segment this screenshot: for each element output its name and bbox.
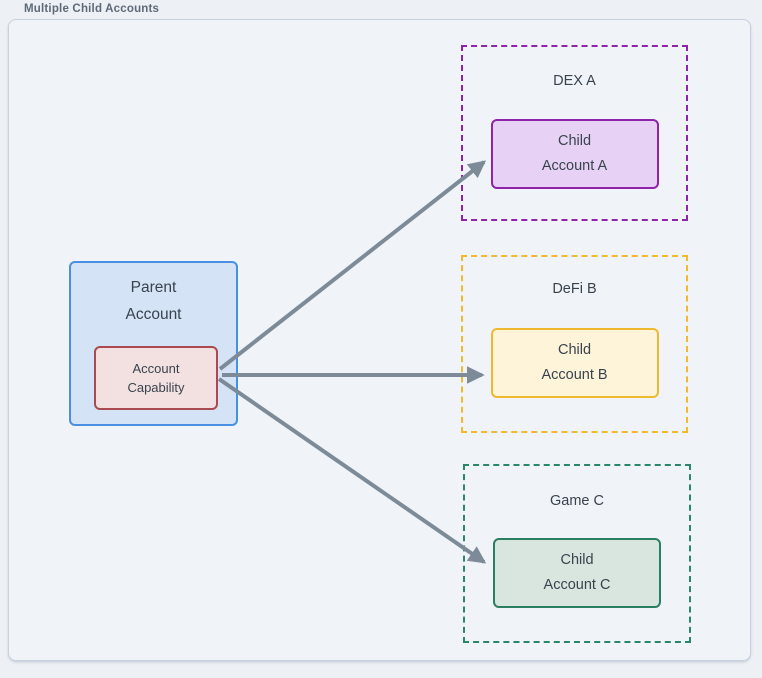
child-account-c-node: Child Account C xyxy=(493,538,661,608)
child-b-label-line-2: Account B xyxy=(541,367,608,383)
diagram-canvas: Parent Account Account Capability DEX A … xyxy=(8,19,751,661)
group-game-c: Game C Child Account C xyxy=(463,464,691,643)
diagram-title: Multiple Child Accounts xyxy=(24,3,160,15)
child-a-label-line-1: Child xyxy=(557,133,592,149)
group-dex-a: DEX A Child Account A xyxy=(461,45,688,221)
parent-account-label: Parent Account xyxy=(71,274,236,328)
child-c-label-line-1: Child xyxy=(560,552,594,568)
group-dex-a-label: DEX A xyxy=(553,73,596,89)
child-c-label-line-2: Account C xyxy=(543,577,611,593)
capability-label-line-1: Account xyxy=(132,361,180,376)
child-b-label-line-1: Child xyxy=(557,342,592,358)
group-defi-b-label: DeFi B xyxy=(552,281,597,297)
child-account-a-node: Child Account A xyxy=(490,119,659,189)
account-capability-node: Account Capability xyxy=(94,346,218,410)
child-account-b-node: Child Account B xyxy=(490,328,659,398)
parent-account-node: Parent Account Account Capability xyxy=(69,261,238,426)
group-game-c-label: Game C xyxy=(550,493,604,509)
capability-label-line-2: Capability xyxy=(127,380,185,395)
parent-label-line-1: Parent xyxy=(130,279,177,296)
group-defi-b: DeFi B Child Account B xyxy=(461,255,688,433)
parent-label-line-2: Account xyxy=(125,306,182,323)
child-a-label-line-2: Account A xyxy=(541,158,608,174)
